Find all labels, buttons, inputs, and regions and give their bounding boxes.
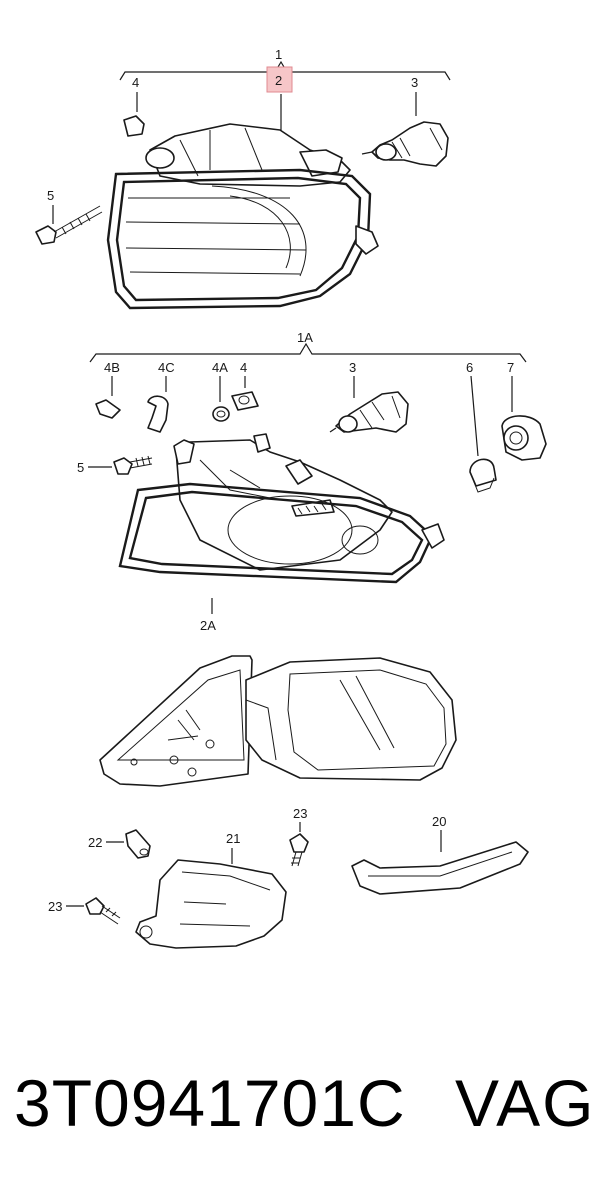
fog-lamp-body: [106, 123, 379, 310]
callout-4b: 4B: [104, 360, 120, 375]
callout-21: 21: [226, 831, 240, 846]
callout-1a: 1A: [297, 330, 313, 345]
callout-2[interactable]: 2: [275, 73, 282, 88]
footer: 3T0941701C VAG: [0, 1055, 600, 1165]
callout-6: 6: [466, 360, 473, 375]
callout-1: 1: [275, 47, 282, 62]
pin-22-part: [125, 829, 151, 859]
screw-5-part: [113, 455, 153, 475]
clip-part: [123, 115, 145, 137]
callout-7: 7: [507, 360, 514, 375]
bulb-6-part: [469, 458, 497, 493]
group-bracket-1: [119, 60, 451, 81]
screw-part: [35, 205, 103, 245]
callout-4: 4: [132, 75, 139, 90]
fog-lamp-assembly-1: 1 2 4 3 5: [35, 47, 451, 310]
bulb-part: [361, 121, 449, 167]
brand-label: VAG: [455, 1066, 596, 1140]
clip-4b-part: [95, 399, 121, 419]
callout-2-highlight: [266, 66, 293, 93]
callout-5-1a: 5: [77, 460, 84, 475]
callout-20: 20: [432, 814, 446, 829]
cover-21-part: [135, 859, 287, 949]
bulb-holder-7-part: [501, 415, 547, 461]
group-bracket-1a: [89, 342, 527, 363]
hose-4c-part: [147, 395, 169, 433]
fog-lamp-1a-body: [118, 433, 445, 584]
callout-23-top: 23: [293, 806, 307, 821]
callout-3-1a: 3: [349, 360, 356, 375]
bulb-3-part: [329, 391, 409, 433]
callout-22: 22: [88, 835, 102, 850]
screw-23-bottom-part: [85, 897, 121, 925]
indicator-strip-20-part: [351, 841, 529, 895]
fog-lamp-assembly-1a: 1A 4B 4C 4A 4 3 6 7: [77, 330, 547, 633]
callout-4-1a: 4: [240, 360, 247, 375]
grommet-4-part: [231, 391, 259, 411]
callout-3: 3: [411, 75, 418, 90]
callout-4c: 4C: [158, 360, 175, 375]
callout-23-bottom: 23: [48, 899, 62, 914]
part-number: 3T0941701C: [14, 1066, 406, 1140]
seal-4a-part: [212, 406, 230, 422]
mirror-small-parts: 23 22 21 20 23: [48, 806, 529, 949]
callout-5: 5: [47, 188, 54, 203]
callout-2a: 2A: [200, 618, 216, 633]
screw-23-top-part: [289, 833, 309, 867]
exterior-mirror-assembly: [99, 655, 457, 787]
callout-4a: 4A: [212, 360, 228, 375]
